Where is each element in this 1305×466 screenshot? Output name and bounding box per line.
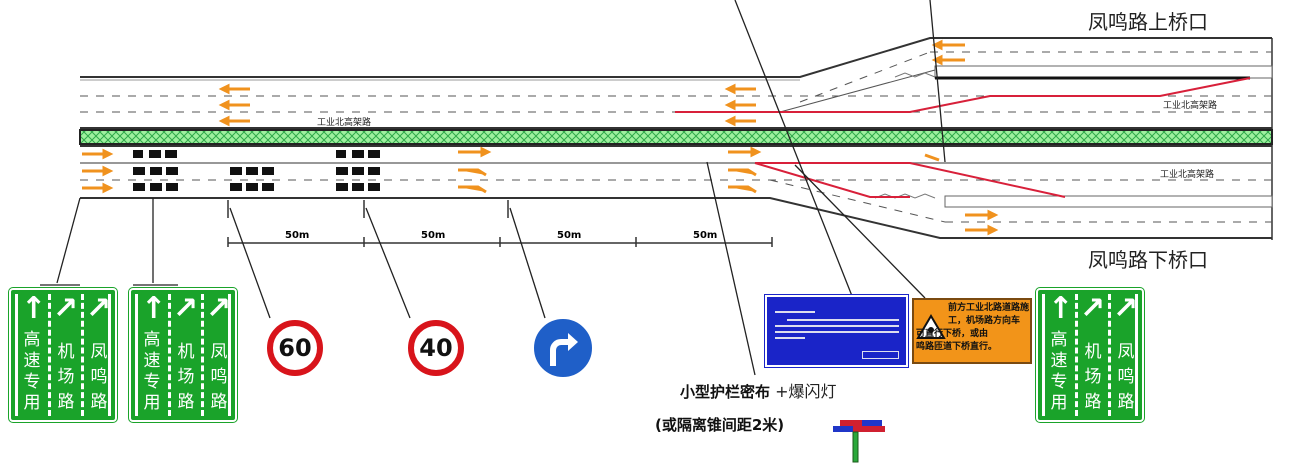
straight-arrow-icon: ↑ (141, 291, 167, 326)
speed-limit-sign-60: 60 (267, 320, 323, 376)
diagonal-arrow-icon: ↗ (53, 291, 79, 326)
road-label-west: 工业北高架路 (1163, 101, 1218, 111)
barrier-icon (833, 420, 885, 463)
lane-text: 机场路 (57, 342, 75, 412)
road-label-main: 工业北高架路 (317, 118, 372, 128)
lane-arrows (82, 39, 999, 236)
lane-text: 机场路 (1084, 342, 1102, 412)
scale-bar (227, 200, 773, 247)
straight-arrow-icon: ↑ (1048, 291, 1074, 326)
scale-label: 50m (285, 230, 310, 241)
upper-ramp (80, 37, 1273, 240)
lane-text: 高速专用 (1050, 330, 1068, 413)
lane-text: 高速专用 (143, 330, 161, 413)
lane-text: 凤鸣路 (90, 342, 108, 412)
pavement-markings (133, 150, 380, 191)
lane-text: 凤鸣路 (1117, 342, 1135, 412)
warning-line: 前方工业北路道路施 (948, 303, 1030, 313)
detour-route-east (755, 162, 1066, 198)
eastbound-carriageway (80, 145, 1273, 239)
info-sign (764, 294, 909, 368)
road-label-east: 工业北高架路 (1160, 170, 1215, 180)
leader-lines (40, 0, 946, 376)
diagonal-arrow-icon: ↗ (173, 291, 199, 326)
barrier-note-light: +爆闪灯 (775, 382, 837, 401)
lane-text: 机场路 (177, 342, 195, 412)
diagonal-arrow-icon: ↗ (86, 291, 112, 326)
barrier-note: 小型护栏密布 +爆闪灯 (680, 378, 837, 402)
detour-route-west (675, 77, 1251, 113)
warning-line: 工，机场路方向车 (948, 316, 1021, 326)
scale-label: 50m (421, 230, 446, 241)
detour-route-east-ramp (754, 162, 910, 198)
barrier-note-bold: 小型护栏密布 (680, 383, 771, 401)
lane-guide-sign: ↑ ↗ ↗ 高速专用 机场路 凤鸣路 (8, 287, 118, 423)
turn-right-sign (532, 317, 594, 379)
down-ramp-label: 凤鸣路下桥口 (1088, 248, 1208, 272)
scale-label: 50m (557, 230, 582, 241)
lane-text: 凤鸣路 (210, 342, 228, 412)
warning-line: 鸣路匝道下桥直行。 (916, 342, 998, 352)
warning-triangle-icon (916, 314, 946, 339)
warning-line: 可直行下桥，或由 (916, 329, 989, 339)
lane-text: 高速专用 (23, 330, 41, 413)
lane-guide-sign: ↑ ↗ ↗ 高速专用 机场路 凤鸣路 (128, 287, 238, 423)
construction-warning-sign: 前方工业北路道路施 工，机场路方向车 可直行下桥，或由 鸣路匝道下桥直行。 (912, 298, 1032, 364)
diagonal-arrow-icon: ↗ (1080, 291, 1106, 326)
up-ramp-label: 凤鸣路上桥口 (1088, 10, 1208, 34)
scale-label: 50m (693, 230, 718, 241)
diagonal-arrow-icon: ↗ (1113, 291, 1139, 326)
barrier-note-line2: (或隔离锥间距2米) (655, 416, 785, 434)
lane-guide-sign: ↑ ↗ ↗ 高速专用 机场路 凤鸣路 (1035, 287, 1145, 423)
diagonal-arrow-icon: ↗ (206, 291, 232, 326)
speed-limit-sign-40: 40 (408, 320, 464, 376)
median-strip (79, 129, 1273, 145)
straight-arrow-icon: ↑ (21, 291, 47, 326)
